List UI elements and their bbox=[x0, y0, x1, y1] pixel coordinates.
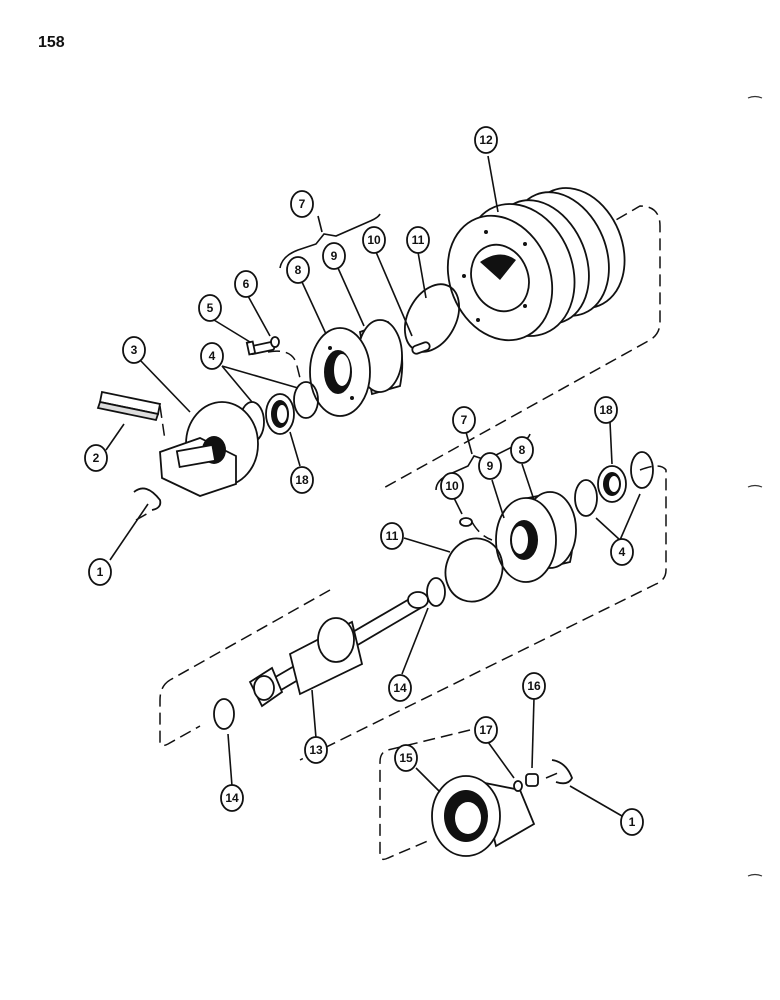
roller-wheel-12 bbox=[446, 187, 626, 342]
end-collar-3 bbox=[159, 401, 259, 497]
callout-label: 7 bbox=[461, 413, 468, 427]
callout-label: 6 bbox=[243, 277, 250, 291]
dashed-assembly-lines bbox=[135, 205, 667, 861]
callout-label: 14 bbox=[393, 681, 407, 695]
callout-label: 10 bbox=[367, 233, 381, 247]
callout-14-upper: 14 bbox=[388, 674, 412, 702]
bearing-housing-8-9-top bbox=[309, 319, 404, 417]
oring-4-top-b bbox=[293, 381, 319, 419]
callout-1-top: 1 bbox=[88, 558, 112, 586]
roller-shaft-13 bbox=[248, 591, 429, 708]
seal-18-lower bbox=[597, 465, 627, 503]
callout-label: 3 bbox=[131, 343, 138, 357]
callout-label: 5 bbox=[207, 301, 214, 315]
callout-10-lower: 10 bbox=[440, 472, 464, 500]
callout-9-top: 9 bbox=[322, 242, 346, 270]
margin-marks bbox=[747, 95, 763, 877]
callout-label: 8 bbox=[519, 443, 526, 457]
callout-label: 9 bbox=[487, 459, 494, 473]
callout-11-lower: 11 bbox=[380, 522, 404, 550]
callout-label: 18 bbox=[295, 473, 309, 487]
callout-8-lower: 8 bbox=[510, 436, 534, 464]
bracket-7-top bbox=[279, 213, 381, 269]
callout-7-lower: 7 bbox=[452, 406, 476, 434]
callout-label: 8 bbox=[295, 263, 302, 277]
callout-label: 7 bbox=[299, 197, 306, 211]
callout-17: 17 bbox=[474, 716, 498, 744]
oring-4-lower-b bbox=[630, 451, 654, 489]
callout-label: 14 bbox=[225, 791, 239, 805]
bearing-housing-8-9-lower bbox=[495, 491, 577, 583]
oring-14-lower bbox=[213, 698, 235, 730]
page-number: 158 bbox=[38, 34, 65, 51]
callout-12: 12 bbox=[474, 126, 498, 154]
callout-label: 16 bbox=[527, 679, 541, 693]
callout-4-lower: 4 bbox=[610, 538, 634, 566]
callout-14-lower: 14 bbox=[220, 784, 244, 812]
callout-label: 12 bbox=[479, 133, 493, 147]
callout-16: 16 bbox=[522, 672, 546, 700]
callout-13: 13 bbox=[304, 736, 328, 764]
callout-18-lower: 18 bbox=[594, 396, 618, 424]
oring-11-lower bbox=[444, 537, 504, 603]
leader-lines bbox=[105, 155, 641, 817]
callout-9-lower: 9 bbox=[478, 452, 502, 480]
callout-4-top: 4 bbox=[200, 342, 224, 370]
end-collar-15 bbox=[431, 775, 536, 857]
callout-7-top: 7 bbox=[290, 190, 314, 218]
callout-label: 15 bbox=[399, 751, 413, 765]
snap-ring-1-top bbox=[133, 487, 162, 511]
callout-label: 4 bbox=[209, 349, 216, 363]
washer-17 bbox=[513, 780, 523, 792]
seal-18-top bbox=[265, 393, 295, 435]
callout-label: 1 bbox=[97, 565, 104, 579]
callout-11-top: 11 bbox=[406, 226, 430, 254]
callout-label: 2 bbox=[93, 451, 100, 465]
callout-label: 18 bbox=[599, 403, 613, 417]
dowel-10-lower bbox=[459, 517, 473, 527]
callout-label: 13 bbox=[309, 743, 323, 757]
plug-16 bbox=[525, 773, 539, 787]
callout-label: 10 bbox=[445, 479, 459, 493]
callout-18-top: 18 bbox=[290, 466, 314, 494]
callout-8-top: 8 bbox=[286, 256, 310, 284]
callout-6: 6 bbox=[234, 270, 258, 298]
callout-label: 11 bbox=[386, 529, 399, 543]
callout-5: 5 bbox=[198, 294, 222, 322]
oring-4-lower-a bbox=[574, 479, 598, 517]
callout-2: 2 bbox=[84, 444, 108, 472]
callout-10-top: 10 bbox=[362, 226, 386, 254]
callout-label: 4 bbox=[619, 545, 626, 559]
callout-15: 15 bbox=[394, 744, 418, 772]
callout-3: 3 bbox=[122, 336, 146, 364]
callout-label: 9 bbox=[331, 249, 338, 263]
callout-label: 1 bbox=[629, 815, 636, 829]
lock-plate-2 bbox=[96, 390, 162, 422]
dowel-10-top bbox=[411, 341, 431, 355]
callout-1-lower: 1 bbox=[620, 808, 644, 836]
callout-label: 11 bbox=[412, 233, 425, 247]
oring-14-upper bbox=[426, 577, 446, 607]
callout-label: 17 bbox=[479, 723, 493, 737]
snap-ring-1-lower bbox=[551, 759, 573, 785]
washer-6 bbox=[270, 336, 280, 348]
